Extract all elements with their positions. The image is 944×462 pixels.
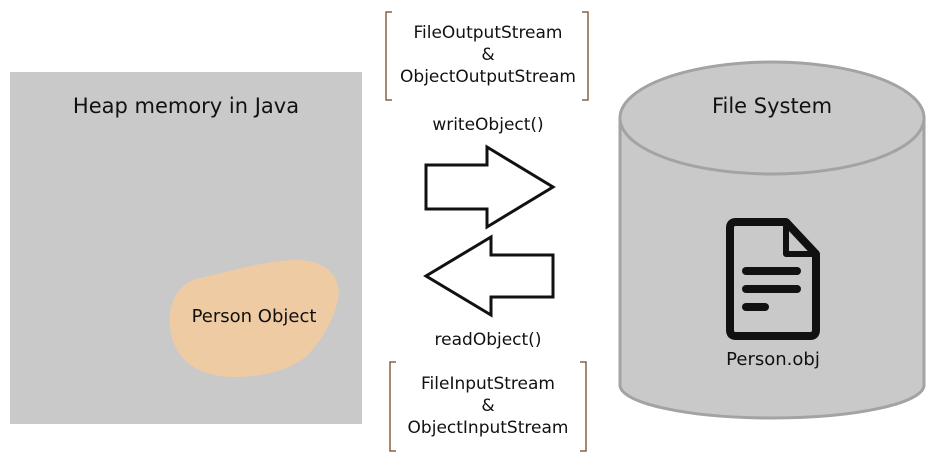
read-object-label: readObject() — [434, 330, 542, 350]
heap-memory-box — [10, 72, 362, 424]
arrow-left-icon — [423, 234, 555, 318]
input-joiner: & — [481, 396, 495, 416]
document-outline — [726, 218, 820, 340]
output-stream-1: FileOutputStream — [413, 23, 563, 43]
cylinder-top — [618, 60, 926, 176]
arrow-right-icon — [424, 144, 556, 230]
bracket-left — [389, 361, 396, 452]
output-joiner: & — [481, 45, 495, 65]
person-object-blob — [169, 259, 339, 378]
document-icon — [726, 218, 820, 340]
input-streams-bracket — [389, 361, 587, 452]
bracket-left — [385, 11, 392, 101]
bracket-right — [582, 11, 589, 101]
output-stream-2: ObjectOutputStream — [400, 67, 576, 87]
input-stream-2: ObjectInputStream — [407, 418, 569, 438]
bracket-right — [580, 361, 587, 452]
input-stream-1: FileInputStream — [421, 374, 555, 394]
heap-memory-title: Heap memory in Java — [72, 94, 300, 118]
person-object-label: Person Object — [191, 306, 317, 327]
document-fold — [783, 219, 819, 257]
file-system-title: File System — [711, 94, 833, 118]
output-streams-bracket — [385, 11, 589, 101]
input-streams-label: FileInputStream & ObjectInputStream — [386, 373, 590, 439]
output-streams-label: FileOutputStream & ObjectOutputStream — [386, 22, 590, 88]
write-object-label: writeObject() — [432, 115, 544, 135]
file-name-label: Person.obj — [726, 349, 820, 370]
